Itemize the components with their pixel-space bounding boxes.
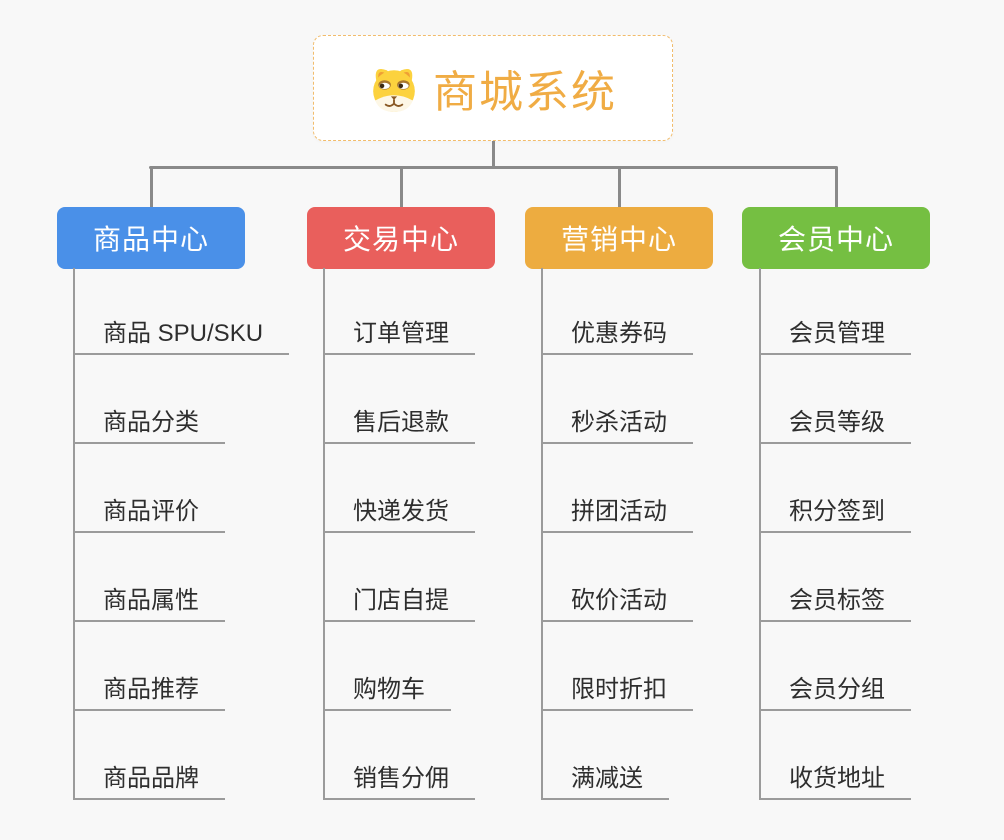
- node-shopping-cart[interactable]: 购物车: [323, 677, 451, 711]
- node-order-management[interactable]: 订单管理: [323, 321, 475, 355]
- node-shipping-address[interactable]: 收货地址: [759, 766, 911, 800]
- node-coupon-code[interactable]: 优惠券码: [541, 321, 693, 355]
- branch-trunk-line: [541, 268, 543, 800]
- node-flash-sale[interactable]: 秒杀活动: [541, 410, 693, 444]
- node-points-checkin[interactable]: 积分签到: [759, 499, 911, 533]
- node-limited-time-discount[interactable]: 限时折扣: [541, 677, 693, 711]
- node-aftersale-refund[interactable]: 售后退款: [323, 410, 475, 444]
- node-store-pickup[interactable]: 门店自提: [323, 588, 475, 622]
- node-product-brand[interactable]: 商品品牌: [73, 766, 225, 800]
- node-product-attribute[interactable]: 商品属性: [73, 588, 225, 622]
- node-member-tag[interactable]: 会员标签: [759, 588, 911, 622]
- root-node-mall-system[interactable]: 商城系统: [313, 35, 673, 141]
- node-product-category[interactable]: 商品分类: [73, 410, 225, 444]
- node-full-reduction[interactable]: 满减送: [541, 766, 669, 800]
- node-product-spu-sku[interactable]: 商品 SPU/SKU: [73, 321, 290, 355]
- node-group-buy[interactable]: 拼团活动: [541, 499, 693, 533]
- root-node-title: 商城系统: [433, 68, 617, 117]
- connector-root-stem: [492, 140, 495, 168]
- branch-trunk-line: [759, 268, 761, 800]
- connector-drop-line: [835, 166, 838, 211]
- branch-trunk-line: [323, 268, 325, 800]
- node-member-level[interactable]: 会员等级: [759, 410, 911, 444]
- node-member-group[interactable]: 会员分组: [759, 677, 911, 711]
- branch-node-product-center[interactable]: 商品中心: [57, 207, 245, 269]
- branch-node-marketing-center[interactable]: 营销中心: [525, 207, 713, 269]
- node-product-recommend[interactable]: 商品推荐: [73, 677, 225, 711]
- node-member-management[interactable]: 会员管理: [759, 321, 911, 355]
- node-product-review[interactable]: 商品评价: [73, 499, 225, 533]
- node-sales-commission[interactable]: 销售分佣: [323, 766, 475, 800]
- node-express-delivery[interactable]: 快递发货: [323, 499, 475, 533]
- connector-drop-line: [618, 166, 621, 211]
- branch-node-trade-center[interactable]: 交易中心: [307, 207, 495, 269]
- connector-drop-line: [400, 166, 403, 211]
- node-bargain-activity[interactable]: 砍价活动: [541, 588, 693, 622]
- branch-node-member-center[interactable]: 会员中心: [742, 207, 930, 269]
- connector-drop-line: [150, 166, 153, 211]
- connector-horizontal-bar: [149, 166, 837, 169]
- dog-face-icon: [373, 68, 415, 112]
- branch-trunk-line: [73, 268, 75, 800]
